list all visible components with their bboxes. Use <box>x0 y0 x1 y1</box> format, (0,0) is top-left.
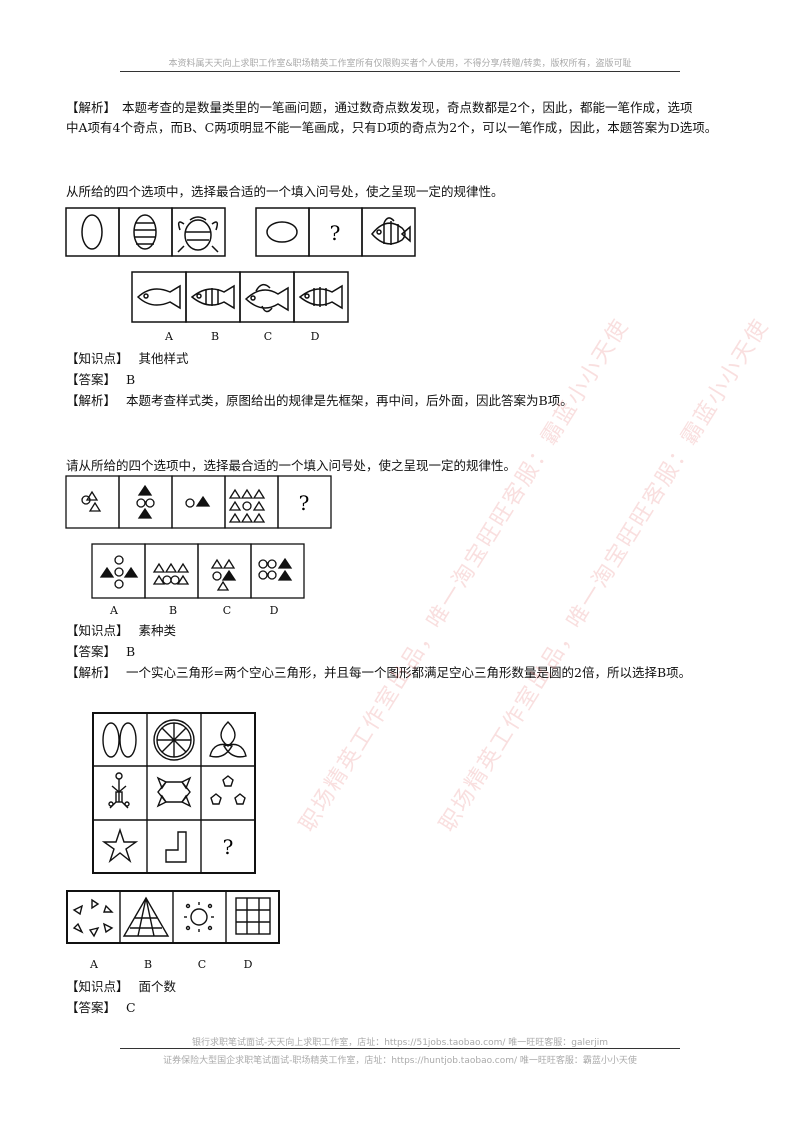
analysis-block-1: 【解析】本题考查的是数量类里的一笔画问题，通过数奇点数发现，奇点数都是2个，因此… <box>66 98 746 138</box>
q2-question-figure: ? <box>65 207 416 257</box>
knowledge-value: 面个数 <box>138 979 177 994</box>
q3-question-mark: ? <box>299 491 310 515</box>
q2-option-a-label: A <box>165 330 173 343</box>
q3-knowledge: 【知识点】素种类 <box>66 622 176 640</box>
footer-line-1: 银行求职笔试面试-天天向上求职工作室，店址：https://51jobs.tao… <box>191 1038 609 1048</box>
q4-question-grid: ? <box>92 712 256 874</box>
q4-answer: 【答案】 C <box>66 999 136 1017</box>
q2-knowledge: 【知识点】其他样式 <box>66 350 189 368</box>
analysis-label: 【解析】 <box>66 665 117 680</box>
q4-option-a-label: A <box>90 958 98 971</box>
q4-options-figure <box>66 890 280 944</box>
q3-options-figure <box>91 543 305 599</box>
q2-option-c-label: C <box>263 330 273 343</box>
footer-line-2: 证券保险大型国企求职笔试面试-职场精英工作室，店址：https://huntjo… <box>163 1056 637 1066</box>
analysis-text-line2: 中A项有4个奇点，而B、C两项明显不能一笔画成，只有D项的奇点为2个，可以一笔作… <box>66 120 718 135</box>
q4-option-c-label: C <box>197 958 207 971</box>
footer-divider <box>120 1048 680 1049</box>
knowledge-label: 【知识点】 <box>66 623 129 638</box>
analysis-label: 【解析】 <box>66 393 117 408</box>
q2-prompt: 从所给的四个选项中，选择最合适的一个填入问号处，使之呈现一定的规律性。 <box>66 184 504 199</box>
analysis-text-line1: 本题考查的是数量类里的一笔画问题，通过数奇点数发现，奇点数都是2个，因此，都能一… <box>122 100 693 115</box>
knowledge-value: 其他样式 <box>138 351 189 366</box>
q2-question-mark: ? <box>330 221 341 245</box>
q3-option-b-label: B <box>168 604 178 617</box>
q3-question-figure: ? <box>65 475 332 529</box>
q2-options-figure <box>131 271 349 323</box>
q3-answer: 【答案】 B <box>66 643 135 661</box>
knowledge-value: 素种类 <box>138 623 177 638</box>
q3-analysis: 【解析】一个实心三角形=两个空心三角形，并且每一个图形都满足空心三角形数量是圆的… <box>66 664 691 682</box>
q3-option-d-label: D <box>269 604 279 617</box>
q3-option-c-label: C <box>222 604 232 617</box>
header-divider <box>120 71 680 72</box>
knowledge-label: 【知识点】 <box>66 351 129 366</box>
analysis-value: 本题考查样式类，原图给出的规律是先框架，再中间，后外面，因此答案为B项。 <box>126 393 573 408</box>
q4-option-b-label: B <box>143 958 153 971</box>
q2-answer: 【答案】 B <box>66 371 135 389</box>
knowledge-label: 【知识点】 <box>66 979 129 994</box>
watermark-text: 职场精英工作室出品，唯一淘宝旺旺客服：霸蓝小小天使 <box>435 314 775 837</box>
analysis-value: 一个实心三角形=两个空心三角形，并且每一个图形都满足空心三角形数量是圆的2倍，所… <box>126 665 692 680</box>
answer-value: B <box>126 644 136 659</box>
answer-value: B <box>126 372 136 387</box>
q4-knowledge: 【知识点】面个数 <box>66 978 176 996</box>
q3-option-a-label: A <box>110 604 118 617</box>
header-notice: 本资料属天天向上求职工作室&职场精英工作室所有仅限购买者个人使用，不得分享/转赠… <box>168 59 632 69</box>
answer-label: 【答案】 <box>66 372 117 387</box>
answer-label: 【答案】 <box>66 1000 117 1015</box>
answer-value: C <box>126 1000 136 1015</box>
analysis-label: 【解析】 <box>66 100 117 115</box>
q3-prompt: 请从所给的四个选项中，选择最合适的一个填入问号处，使之呈现一定的规律性。 <box>66 458 517 473</box>
q2-option-b-label: B <box>210 330 220 343</box>
q4-option-d-label: D <box>243 958 253 971</box>
q2-option-d-label: D <box>310 330 320 343</box>
answer-label: 【答案】 <box>66 644 117 659</box>
q4-question-mark: ? <box>223 835 234 859</box>
q2-analysis: 【解析】本题考查样式类，原图给出的规律是先框架，再中间，后外面，因此答案为B项。 <box>66 392 573 410</box>
